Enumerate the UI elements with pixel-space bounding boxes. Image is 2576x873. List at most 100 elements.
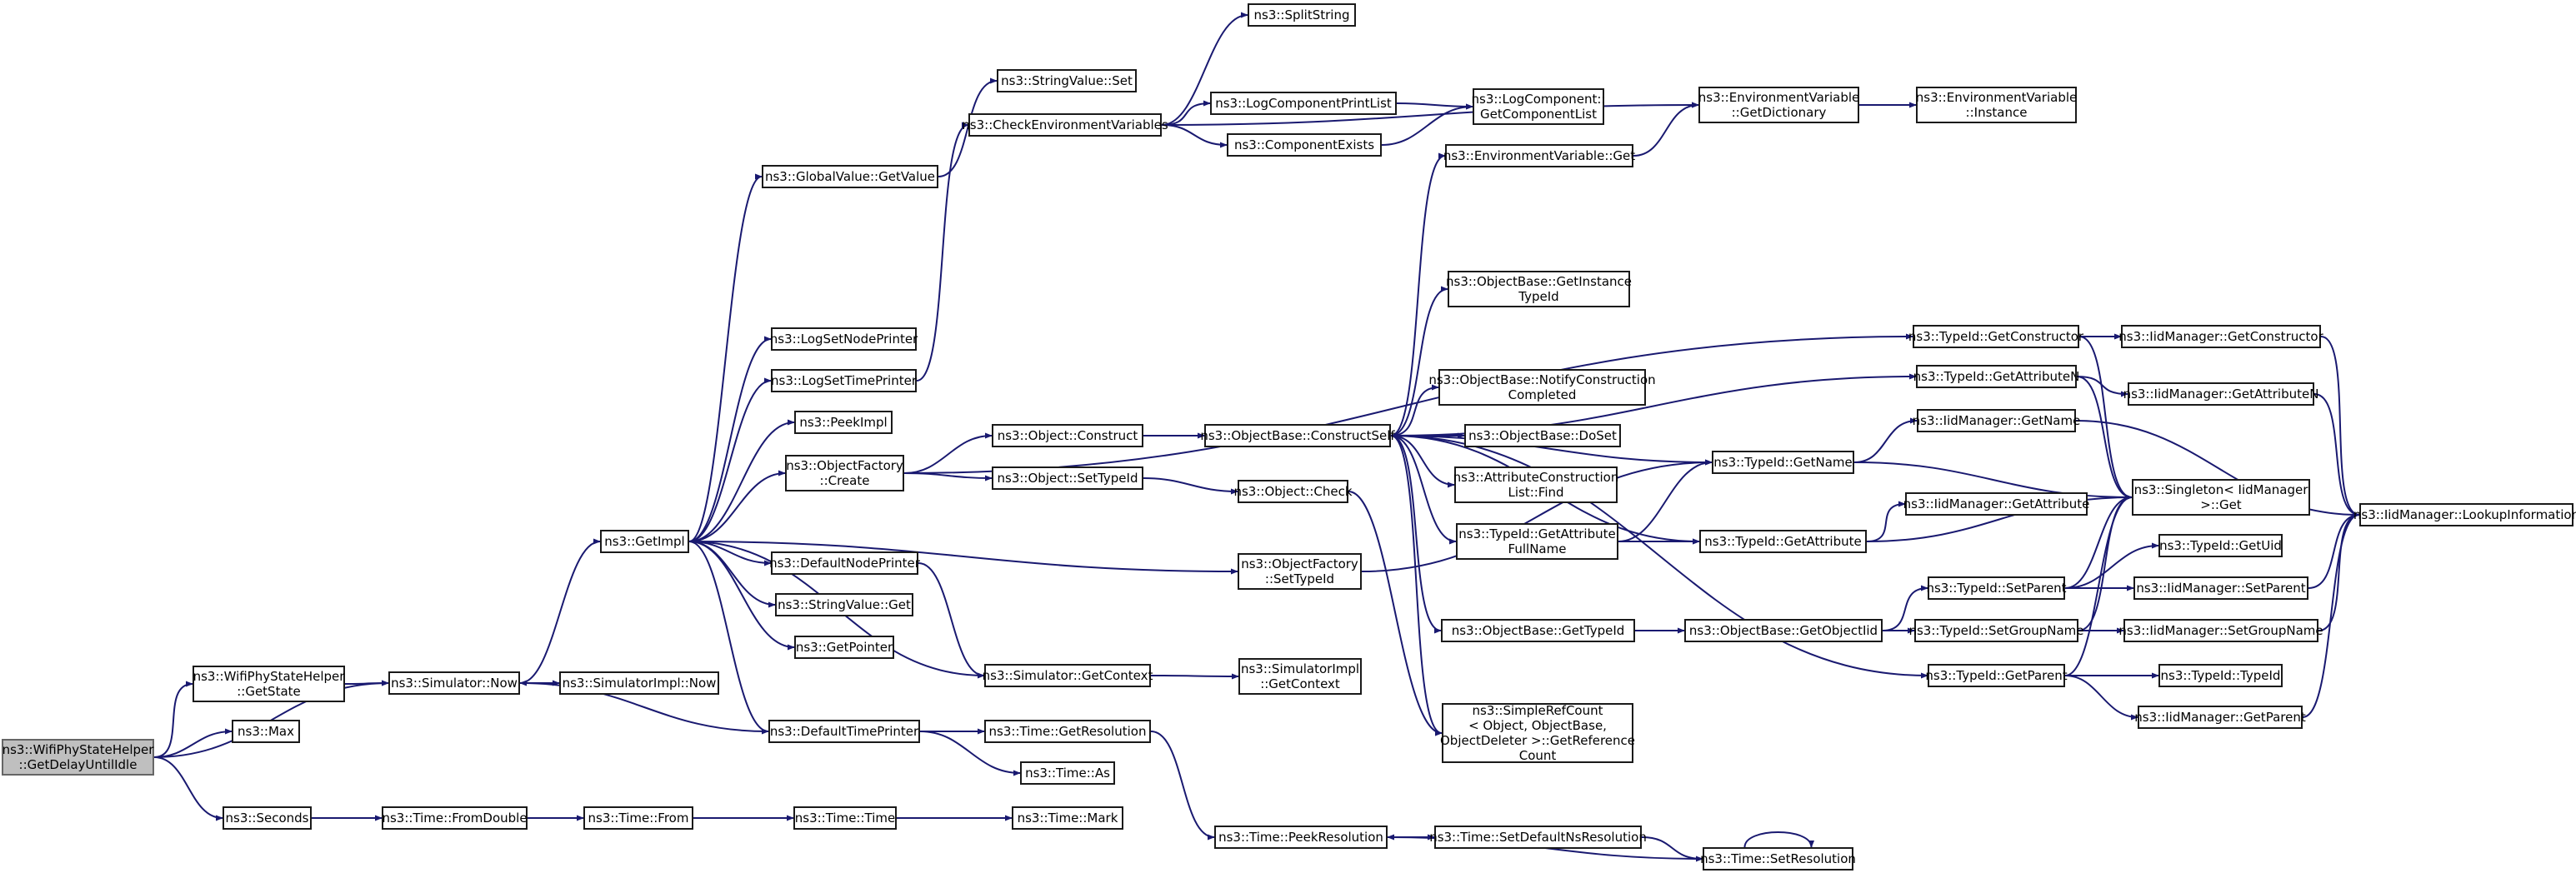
edge-envget-to-envgetdict [1633,102,1699,157]
node-envgetdict[interactable]: ns3::EnvironmentVariable::GetDictionary [1698,87,1859,123]
node-constructself[interactable]: ns3::ObjectBase::ConstructSelf [1200,424,1395,447]
node-tidgetname[interactable]: ns3::TypeId::GetName [1712,451,1854,474]
edge-tidgetattrn-to-singletonget [2076,376,2133,501]
node-checkenv[interactable]: ns3::CheckEnvironmentVariables [962,113,1168,137]
edge-logcomplist-to-getcomplist [1396,102,1473,110]
edge-gvgetvalue-to-svset [938,77,998,177]
node-simimplgetctx[interactable]: ns3::SimulatorImpl::GetContext [1238,658,1362,695]
node-fromdouble[interactable]: ns3::Time::FromDouble [382,806,528,830]
node-timefrom[interactable]: ns3::Time::From [583,806,693,830]
node-logtimeprinter[interactable]: ns3::LogSetTimePrinter [771,369,917,392]
node-deftimeprinter[interactable]: ns3::DefaultTimePrinter [768,720,920,743]
node-iidsetgroupname[interactable]: ns3::IidManager::SetGroupName [2118,619,2323,642]
node-getobjectiid[interactable]: ns3::ObjectBase::GetObjectIid [1684,619,1883,642]
node-splitstring[interactable]: ns3::SplitString [1248,3,1356,27]
node-obgettypeid[interactable]: ns3::ObjectBase::GetTypeId [1441,619,1635,642]
node-label-line: ObjectDeleter >::GetReference [1439,733,1636,748]
node-max[interactable]: ns3::Max [232,720,300,743]
edge-getimpl-to-getpointer [688,541,795,651]
node-root[interactable]: ns3::WifiPhyStateHelper::GetDelayUntilId… [2,739,154,776]
edge-constructself-to-attrconstrfind [1390,435,1455,488]
node-label-line: ns3::Simulator::Now [391,676,518,691]
edge-checkenv-to-compexists [1161,124,1228,148]
node-label-line: ::Instance [1965,105,2028,120]
node-label-line: ns3::IidManager::GetAttributeN [2123,387,2319,402]
node-objcheck[interactable]: ns3::Object::Check [1233,480,1353,503]
node-label-line: ::GetState [237,684,301,699]
node-tidgetparent[interactable]: ns3::TypeId::GetParent [1925,664,2068,687]
node-defnodeprinter[interactable]: ns3::DefaultNodePrinter [769,551,920,575]
node-label-line: ns3::StringValue::Get [778,597,911,612]
node-ofcreate[interactable]: ns3::ObjectFactory::Create [785,455,904,491]
node-label-line: ns3::TypeId::GetName [1713,455,1853,470]
node-iidlookup[interactable]: ns3::IidManager::LookupInformation [2353,503,2576,526]
node-envinstance[interactable]: ns3::EnvironmentVariable::Instance [1916,87,2077,123]
node-iidgetattrn[interactable]: ns3::IidManager::GetAttributeN [2123,382,2318,406]
node-tidgetattr[interactable]: ns3::TypeId::GetAttribute [1699,530,1867,553]
node-objsettypeid[interactable]: ns3::Object::SetTypeId [992,466,1143,490]
node-timetime[interactable]: ns3::Time::Time [793,806,897,830]
node-label-line: ns3::Time::Time [794,811,896,826]
node-label-line: ns3::CheckEnvironmentVariables [962,117,1168,132]
node-iidgetname[interactable]: ns3::IidManager::GetName [1913,409,2080,432]
edge-tidgetparent-to-iidgetparent [2064,675,2138,721]
node-label-line: ns3::Max [238,724,294,739]
node-simimplnow[interactable]: ns3::SimulatorImpl::Now [559,671,719,695]
edge-tidsetparent-to-tidgetuid [2064,542,2159,589]
edge-constructself-to-tidgetparent [1390,435,1928,679]
node-iidgetattr[interactable]: ns3::IidManager::GetAttribute [1903,492,2089,516]
node-simnow[interactable]: ns3::Simulator::Now [388,671,520,695]
node-label-line: ::GetDelayUntilIdle [18,757,138,772]
node-label-line: ns3::ObjectBase::GetObjectIid [1688,623,1878,638]
node-iidgetparent[interactable]: ns3::IidManager::GetParent [2134,706,2306,729]
node-label-line: ns3::SimpleRefCount [1472,703,1603,718]
node-setres[interactable]: ns3::Time::SetResolution [1700,847,1856,871]
node-lognodeprinter[interactable]: ns3::LogSetNodePrinter [770,327,918,351]
node-singletonget[interactable]: ns3::Singleton< IidManager>::Get [2132,479,2310,516]
node-getimpl[interactable]: ns3::GetImpl [600,530,689,553]
node-tidgetattrn[interactable]: ns3::TypeId::GetAttributeN [1913,365,2079,388]
node-peekres[interactable]: ns3::Time::PeekResolution [1214,826,1388,849]
node-envget[interactable]: ns3::EnvironmentVariable::Get [1443,144,1636,167]
edge-getimpl-to-deftimeprinter [688,541,769,735]
node-timemark[interactable]: ns3::Time::Mark [1012,806,1123,830]
node-label-line: FullName [1508,541,1567,556]
node-seconds[interactable]: ns3::Seconds [223,806,312,830]
node-label-line: ns3::Time::SetResolution [1700,851,1856,866]
node-tidsetgroupname[interactable]: ns3::TypeId::SetGroupName [1908,619,2084,642]
node-ofsettypeid[interactable]: ns3::ObjectFactory::SetTypeId [1238,553,1362,590]
node-simgetctx[interactable]: ns3::Simulator::GetContext [983,664,1153,687]
node-svset[interactable]: ns3::StringValue::Set [997,69,1137,92]
node-peekimpl[interactable]: ns3::PeekImpl [794,411,893,434]
node-tidtypeid[interactable]: ns3::TypeId::TypeId [2158,664,2283,687]
edge-objsettypeid-to-objcheck [1143,477,1238,495]
node-timeas[interactable]: ns3::Time::As [1020,761,1115,785]
node-compexists[interactable]: ns3::ComponentExists [1227,133,1382,157]
node-label-line: ns3::EnvironmentVariable::Get [1443,148,1636,163]
node-label-line: ns3::Time::GetResolution [988,724,1147,739]
node-doset[interactable]: ns3::ObjectBase::DoSet [1464,424,1621,447]
node-objconstruct[interactable]: ns3::Object::Construct [992,424,1143,447]
edge-constructself-to-simplerefcount [1390,435,1443,736]
node-gvgetvalue[interactable]: ns3::GlobalValue::GetValue [762,165,938,188]
node-tidsetparent[interactable]: ns3::TypeId::SetParent [1926,576,2067,600]
node-svget[interactable]: ns3::StringValue::Get [775,593,913,616]
node-getstate[interactable]: ns3::WifiPhyStateHelper::GetState [193,666,345,702]
node-logcomplist[interactable]: ns3::LogComponentPrintList [1210,92,1397,115]
node-iidsetparent[interactable]: ns3::IidManager::SetParent [2133,576,2308,600]
node-getcomplist[interactable]: ns3::LogComponent::GetComponentList [1472,88,1605,125]
node-iidgetconstructor[interactable]: ns3::IidManager::GetConstructor [2118,325,2323,348]
node-label-line: ns3::Time::As [1025,766,1110,781]
node-setdefns[interactable]: ns3::Time::SetDefaultNsResolution [1429,826,1647,849]
node-tidgetuid[interactable]: ns3::TypeId::GetUid [2158,534,2283,557]
node-simplerefcount[interactable]: ns3::SimpleRefCount< Object, ObjectBase,… [1439,703,1636,763]
edge-getimpl-to-gvgetvalue [688,173,763,542]
node-getresolution[interactable]: ns3::Time::GetResolution [984,720,1151,743]
node-tidgetconstructor[interactable]: ns3::TypeId::GetConstructor [1908,325,2083,348]
node-getpointer[interactable]: ns3::GetPointer [794,636,894,659]
node-label-line: ns3::Seconds [225,811,309,826]
